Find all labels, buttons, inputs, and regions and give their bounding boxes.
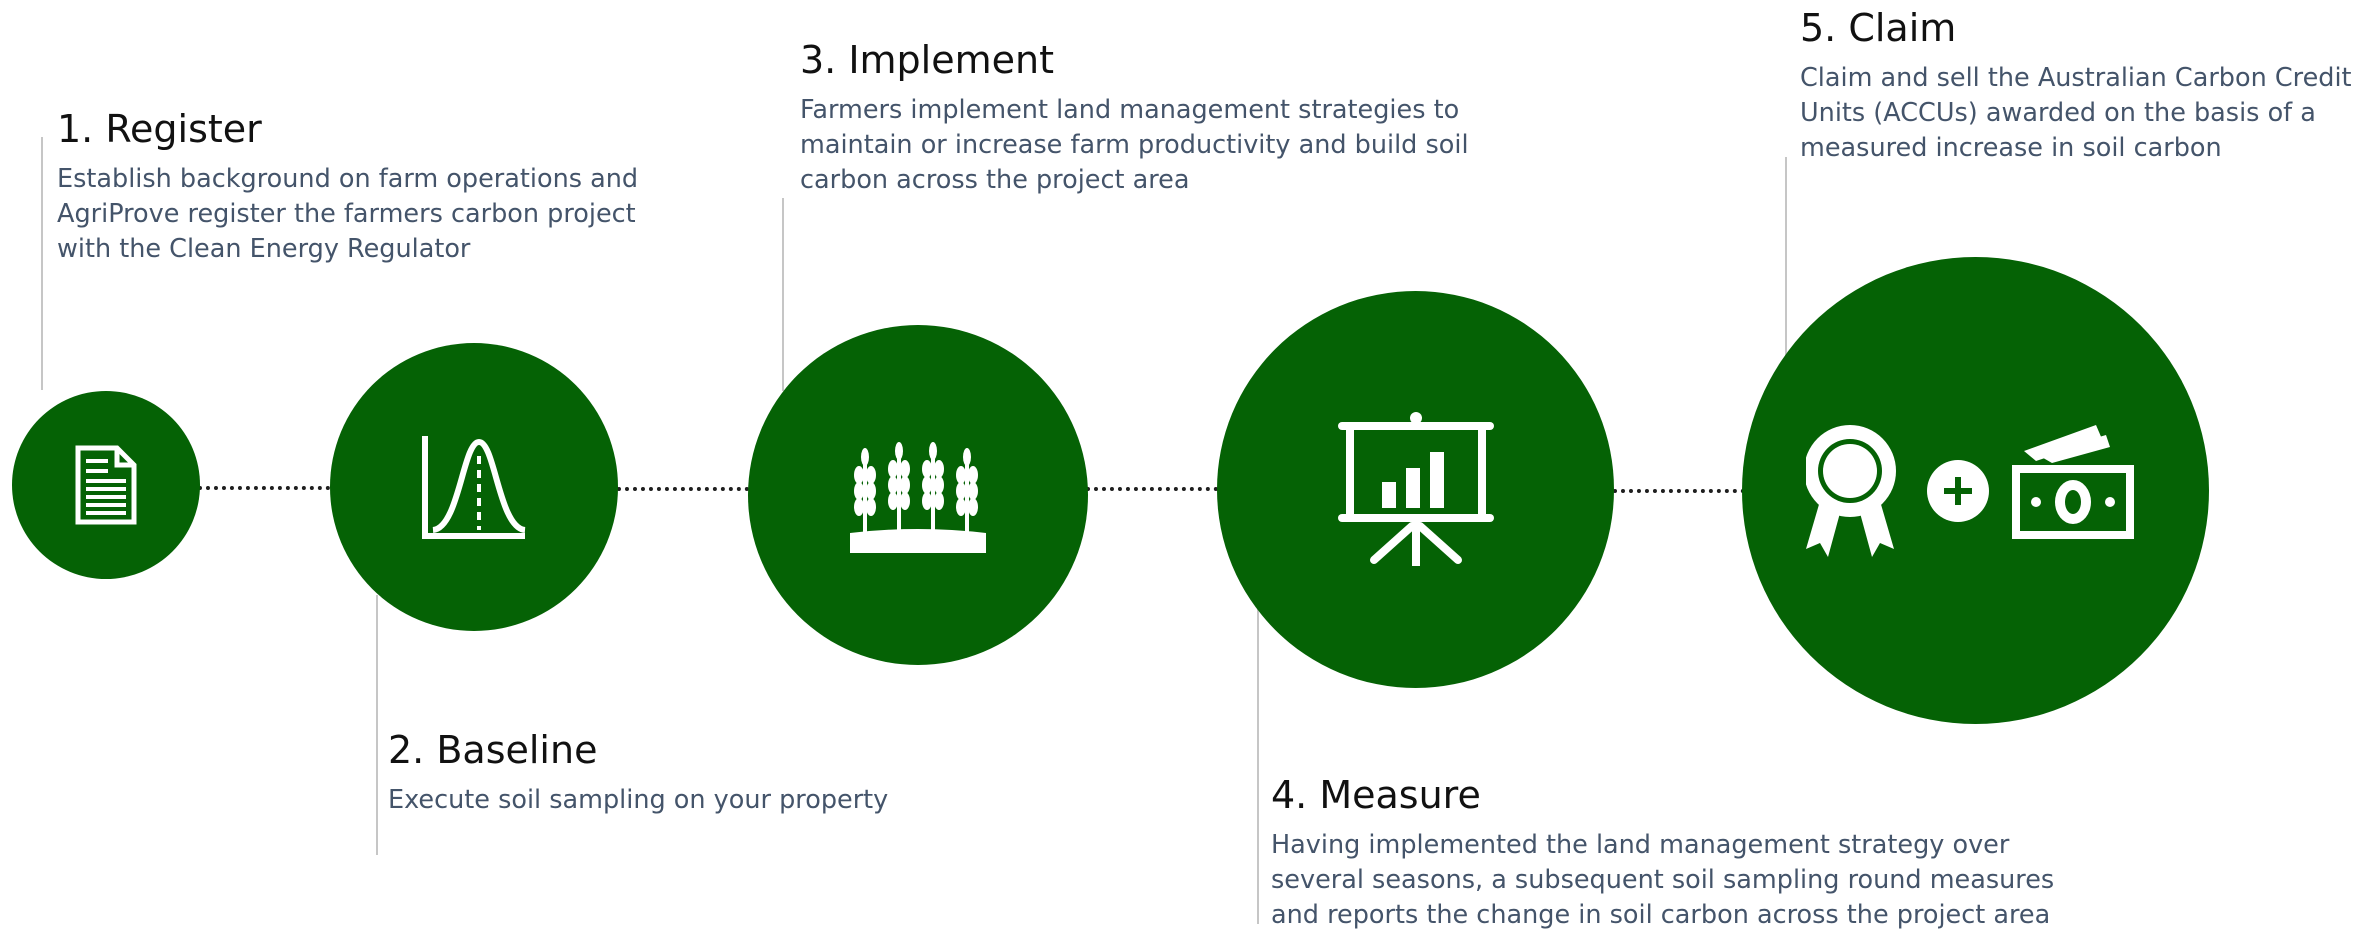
step-2-circle [330, 343, 618, 631]
connector-3-4 [1086, 487, 1218, 491]
step-4-text: 4. Measure Having implemented the land m… [1271, 776, 2071, 933]
step-2-text: 2. Baseline Execute soil sampling on you… [388, 731, 988, 818]
step-5-description: Claim and sell the Australian Carbon Cre… [1800, 63, 2352, 163]
distribution-curve-icon [422, 436, 526, 539]
step-1-text: 1. Register Establish background on farm… [57, 110, 657, 267]
step-3-title: 3. Implement [800, 38, 1054, 82]
step-5-leader-line [1785, 157, 1787, 360]
step-1-leader-line [41, 137, 43, 390]
connector-4-5 [1613, 489, 1745, 493]
document-icon [75, 445, 137, 525]
step-5-text: 5. Claim Claim and sell the Australian C… [1800, 9, 2360, 166]
connector-1-2 [198, 486, 330, 490]
step-4-leader-line [1257, 595, 1259, 924]
step-3-circle [748, 325, 1088, 665]
step-5-title: 5. Claim [1800, 6, 1957, 50]
connector-2-3 [617, 487, 749, 491]
wheat-crop-icon [850, 442, 986, 553]
step-4-title: 4. Measure [1271, 773, 1481, 817]
step-1-circle [12, 391, 200, 579]
step-1-description: Establish background on farm operations … [57, 164, 639, 264]
award-plus-money-icon [1805, 424, 2134, 557]
step-1-title: 1. Register [57, 107, 262, 151]
step-2-leader-line [376, 595, 378, 855]
step-2-description: Execute soil sampling on your property [388, 785, 889, 815]
step-4-description: Having implemented the land management s… [1271, 830, 2055, 930]
step-3-text: 3. Implement Farmers implement land mana… [800, 41, 1500, 198]
step-3-description: Farmers implement land management strate… [800, 95, 1469, 195]
step-3-leader-line [782, 198, 784, 391]
presentation-chart-icon [1337, 411, 1494, 566]
step-5-circle [1742, 257, 2209, 724]
step-4-circle [1217, 291, 1614, 688]
step-2-title: 2. Baseline [388, 728, 598, 772]
